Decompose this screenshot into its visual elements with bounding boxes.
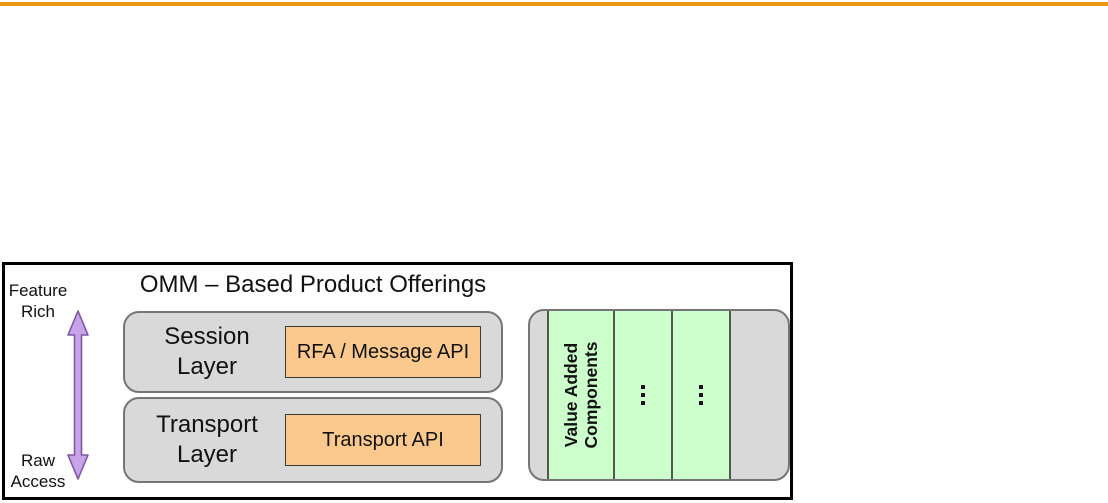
transport-api-label: Transport API xyxy=(322,428,444,451)
diagram-title: OMM – Based Product Offerings xyxy=(139,271,487,298)
value-added-group-box: Value Added Components xyxy=(528,309,790,481)
transport-layer-label: Transport Layer xyxy=(156,411,258,468)
rfa-message-api-label: RFA / Message API xyxy=(296,340,470,363)
value-added-strip: Value Added Components xyxy=(547,311,731,479)
component-placeholder-panel xyxy=(671,311,729,479)
double-arrow-icon xyxy=(67,310,89,480)
value-added-panel: Value Added Components xyxy=(549,311,613,479)
transport-layer-box: Transport Layer Transport API xyxy=(123,397,503,483)
transport-api-box: Transport API xyxy=(285,414,481,466)
value-added-label: Value Added Components xyxy=(560,341,601,449)
session-layer-label: Session Layer xyxy=(164,323,250,380)
vertical-ellipsis-icon xyxy=(641,385,645,405)
accent-top-bar xyxy=(0,2,1108,6)
vertical-ellipsis-icon xyxy=(699,385,703,405)
axis-label-raw-access: Raw Access xyxy=(10,451,66,491)
axis-label-feature-rich: Feature Rich xyxy=(8,281,68,321)
diagram-frame: OMM – Based Product Offerings Feature Ri… xyxy=(2,262,793,500)
component-placeholder-panel xyxy=(613,311,671,479)
session-layer-box: Session Layer RFA / Message API xyxy=(123,311,503,393)
rfa-message-api-box: RFA / Message API xyxy=(285,326,481,378)
